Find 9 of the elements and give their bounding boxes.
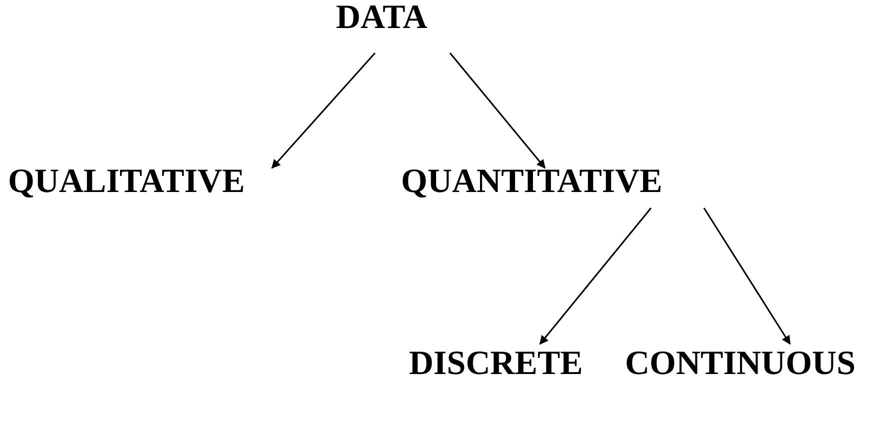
- arrow: [271, 52, 376, 169]
- node-label: DATA: [336, 0, 452, 53]
- arrow: [539, 208, 652, 345]
- node-label: DISCRETE: [409, 346, 595, 386]
- arrow: [703, 208, 791, 345]
- arrow: [449, 52, 546, 169]
- node-label: CONTINUOUS: [625, 346, 865, 386]
- node-label: QUALITATIVE: [8, 164, 276, 204]
- node-label: QUANTITATIVE: [401, 164, 707, 208]
